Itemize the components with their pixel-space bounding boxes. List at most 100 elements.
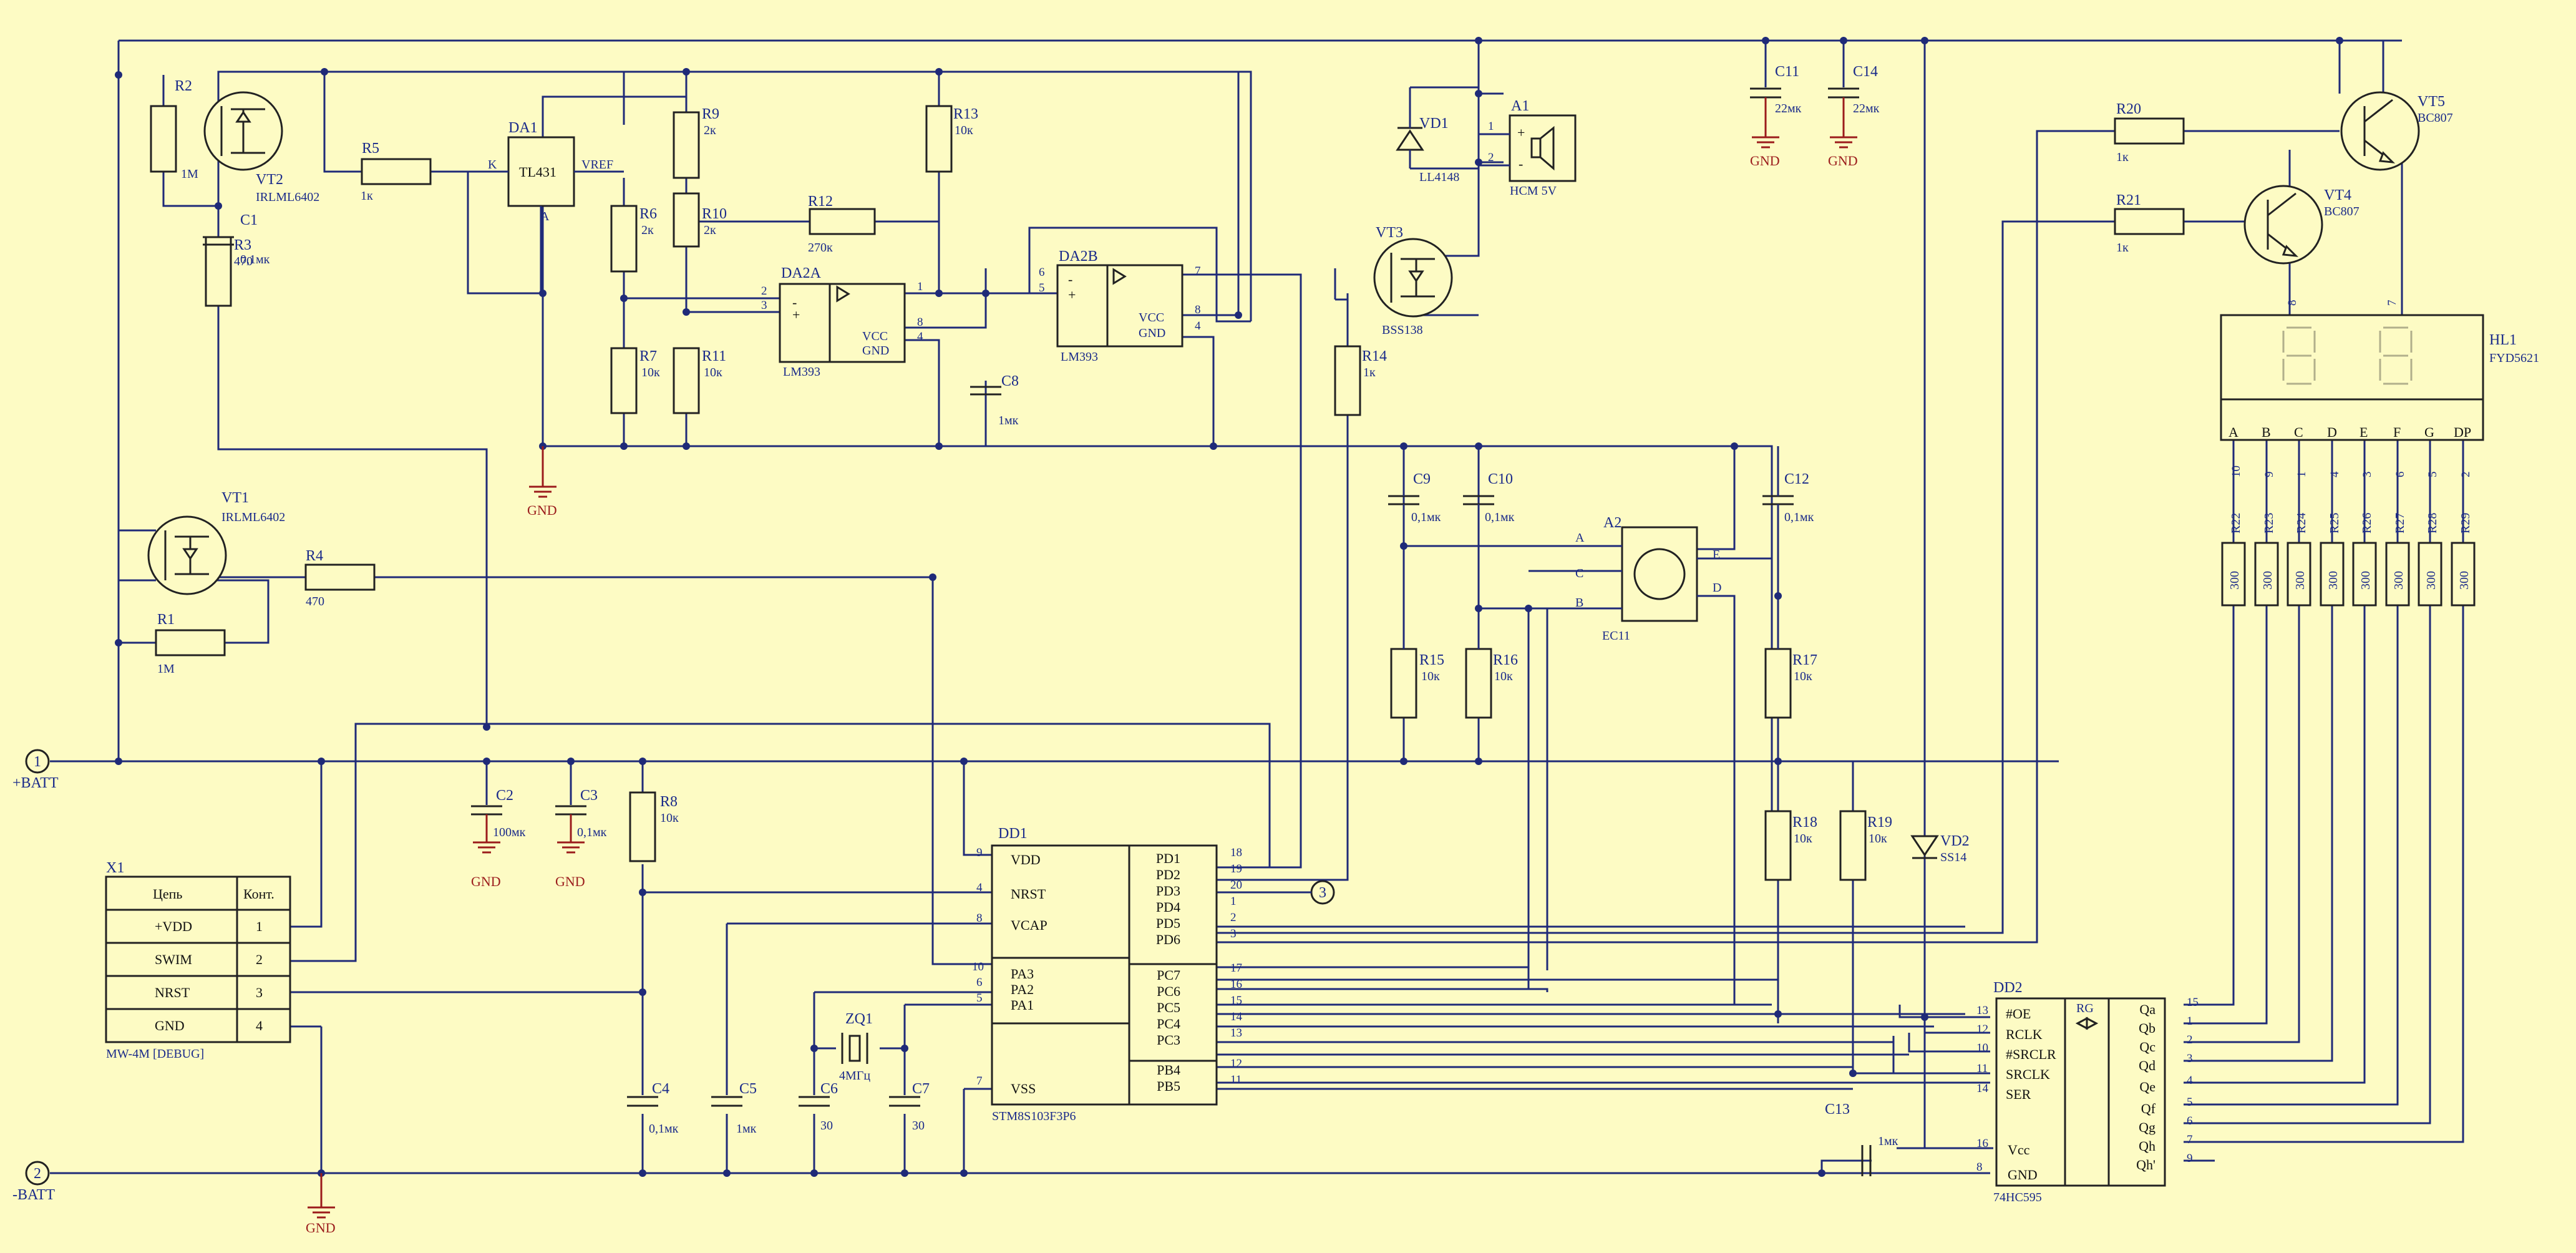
svg-text:3: 3 bbox=[2187, 1052, 2193, 1065]
svg-text:VDD: VDD bbox=[1011, 852, 1041, 867]
svg-text:Qb: Qb bbox=[2139, 1020, 2156, 1036]
svg-text:GND: GND bbox=[527, 502, 557, 518]
svg-text:300: 300 bbox=[2326, 571, 2340, 590]
svg-text:SER: SER bbox=[2006, 1086, 2031, 1102]
svg-text:4: 4 bbox=[2328, 471, 2341, 477]
capacitor-c9: C90,1мк bbox=[1388, 446, 1441, 649]
svg-text:0,1мк: 0,1мк bbox=[649, 1122, 679, 1136]
svg-text:9: 9 bbox=[976, 846, 983, 859]
svg-text:C: C bbox=[2294, 424, 2303, 440]
svg-text:300: 300 bbox=[2392, 571, 2406, 590]
svg-text:PD6: PD6 bbox=[1156, 932, 1180, 947]
svg-text:270к: 270к bbox=[808, 241, 833, 255]
svg-text:-: - bbox=[1519, 156, 1523, 172]
svg-text:PD4: PD4 bbox=[1156, 899, 1180, 915]
svg-text:Vcc: Vcc bbox=[2008, 1142, 2030, 1158]
svg-text:RCLK: RCLK bbox=[2006, 1026, 2043, 1042]
svg-text:DA1: DA1 bbox=[508, 120, 538, 136]
ground-da1: GND bbox=[527, 446, 558, 518]
svg-text:C5: C5 bbox=[739, 1081, 757, 1097]
svg-text:300: 300 bbox=[2261, 571, 2275, 590]
svg-text:10: 10 bbox=[2230, 466, 2243, 477]
svg-text:2к: 2к bbox=[704, 223, 716, 237]
svg-text:LM393: LM393 bbox=[1061, 350, 1098, 364]
svg-text:3: 3 bbox=[1230, 927, 1237, 940]
svg-text:B: B bbox=[2262, 424, 2271, 440]
svg-text:PC5: PC5 bbox=[1157, 1000, 1180, 1015]
svg-text:D: D bbox=[1713, 581, 1721, 595]
svg-text:SWIM: SWIM bbox=[155, 952, 192, 967]
svg-text:1к: 1к bbox=[1363, 366, 1376, 379]
svg-text:MW-4M [DEBUG]: MW-4M [DEBUG] bbox=[106, 1047, 204, 1061]
svg-text:C14: C14 bbox=[1853, 64, 1878, 80]
capacitor-c1: C10,1мк bbox=[203, 212, 270, 266]
svg-text:Qc: Qc bbox=[2139, 1039, 2156, 1055]
junctions bbox=[115, 37, 2343, 1177]
svg-text:PD5: PD5 bbox=[1156, 915, 1180, 931]
svg-text:E: E bbox=[2360, 424, 2368, 440]
connector-1[interactable]: 1 +BATT bbox=[12, 749, 59, 791]
svg-text:R5: R5 bbox=[362, 140, 379, 157]
capacitor-c3: C30,1мк bbox=[555, 787, 607, 839]
svg-text:R28: R28 bbox=[2426, 513, 2439, 534]
svg-text:6: 6 bbox=[1039, 266, 1045, 279]
connector-2[interactable]: 2 -BATT bbox=[12, 1161, 55, 1203]
svg-text:3: 3 bbox=[2361, 472, 2374, 478]
svg-text:GND: GND bbox=[1139, 326, 1165, 340]
svg-text:DP: DP bbox=[2454, 424, 2471, 440]
svg-text:18: 18 bbox=[1230, 846, 1242, 859]
svg-text:LM393: LM393 bbox=[783, 365, 820, 379]
svg-text:R16: R16 bbox=[1493, 652, 1518, 668]
svg-text:8: 8 bbox=[976, 912, 983, 925]
svg-text:GND: GND bbox=[155, 1018, 185, 1033]
svg-text:R23: R23 bbox=[2262, 513, 2276, 534]
svg-text:VCAP: VCAP bbox=[1011, 917, 1047, 933]
svg-text:R10: R10 bbox=[702, 206, 727, 222]
svg-text:VT5: VT5 bbox=[2418, 94, 2445, 110]
svg-text:6: 6 bbox=[2187, 1114, 2193, 1128]
svg-text:19: 19 bbox=[1230, 862, 1242, 875]
svg-text:-: - bbox=[1068, 271, 1072, 287]
svg-text:FYD5621: FYD5621 bbox=[2489, 351, 2539, 365]
svg-text:1мк: 1мк bbox=[998, 414, 1019, 427]
svg-text:2: 2 bbox=[761, 285, 767, 298]
svg-text:10к: 10к bbox=[955, 124, 973, 137]
svg-text:22мк: 22мк bbox=[1775, 102, 1802, 115]
svg-text:VCC: VCC bbox=[862, 329, 888, 343]
svg-text:Qf: Qf bbox=[2141, 1101, 2156, 1116]
svg-text:B: B bbox=[1575, 596, 1583, 610]
svg-text:HL1: HL1 bbox=[2489, 332, 2517, 348]
svg-text:10к: 10к bbox=[1421, 670, 1440, 683]
svg-text:GND: GND bbox=[306, 1220, 336, 1236]
svg-text:1мк: 1мк bbox=[736, 1122, 757, 1136]
svg-text:1: 1 bbox=[1230, 895, 1237, 908]
svg-text:R24: R24 bbox=[2295, 513, 2308, 534]
svg-text:GND: GND bbox=[555, 874, 585, 889]
svg-text:DD2: DD2 bbox=[1993, 980, 2023, 996]
connector-3[interactable]: 3 bbox=[1217, 880, 1335, 905]
svg-text:R2: R2 bbox=[175, 78, 192, 94]
svg-text:1: 1 bbox=[1488, 120, 1494, 133]
svg-text:C1: C1 bbox=[240, 212, 258, 228]
svg-text:+VDD: +VDD bbox=[155, 919, 192, 934]
svg-text:VT4: VT4 bbox=[2324, 187, 2351, 203]
svg-text:IRLML6402: IRLML6402 bbox=[221, 510, 285, 524]
svg-text:#OE: #OE bbox=[2006, 1006, 2031, 1021]
svg-text:30: 30 bbox=[820, 1119, 833, 1133]
svg-text:НСМ 5V: НСМ 5V bbox=[1510, 184, 1557, 198]
svg-text:2: 2 bbox=[2187, 1033, 2193, 1046]
svg-text:VT3: VT3 bbox=[1376, 225, 1403, 241]
